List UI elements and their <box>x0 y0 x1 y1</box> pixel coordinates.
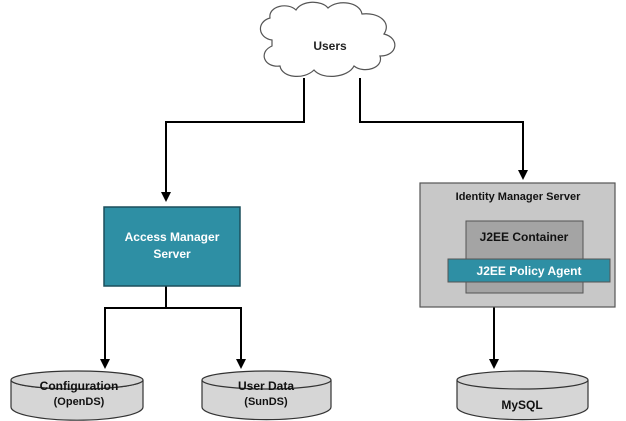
users-label: Users <box>313 39 347 53</box>
access-manager-label-line2: Server <box>153 247 191 261</box>
users-to-access-manager-arrow <box>161 78 305 202</box>
identity-manager-title: Identity Manager Server <box>456 191 581 203</box>
access-manager-server: Access Manager Server <box>103 206 241 287</box>
connectors <box>100 78 528 369</box>
mysql-label: MySQL <box>501 398 542 412</box>
userdata-database: User Data (SunDS) <box>201 370 332 421</box>
access-manager-to-userdata-arrow <box>166 307 246 369</box>
access-manager-label-line1: Access Manager <box>125 230 220 244</box>
config-db-line2: (OpenDS) <box>54 396 105 408</box>
users-cloud: Users <box>259 1 396 77</box>
config-database: Configuration (OpenDS) <box>10 370 144 421</box>
users-to-identity-manager-arrow <box>359 78 528 180</box>
userdata-db-line2: (SunDS) <box>244 396 288 408</box>
identity-manager-server: Identity Manager Server J2EE Container J… <box>419 182 616 308</box>
userdata-db-line1: User Data <box>238 379 294 393</box>
mysql-database: MySQL <box>456 370 589 421</box>
config-db-line1: Configuration <box>40 379 119 393</box>
j2ee-policy-agent-label: J2EE Policy Agent <box>477 264 582 278</box>
access-manager-to-config-arrow <box>100 307 166 369</box>
j2ee-container-label: J2EE Container <box>480 230 569 244</box>
j2ee-policy-agent: J2EE Policy Agent <box>447 258 611 283</box>
